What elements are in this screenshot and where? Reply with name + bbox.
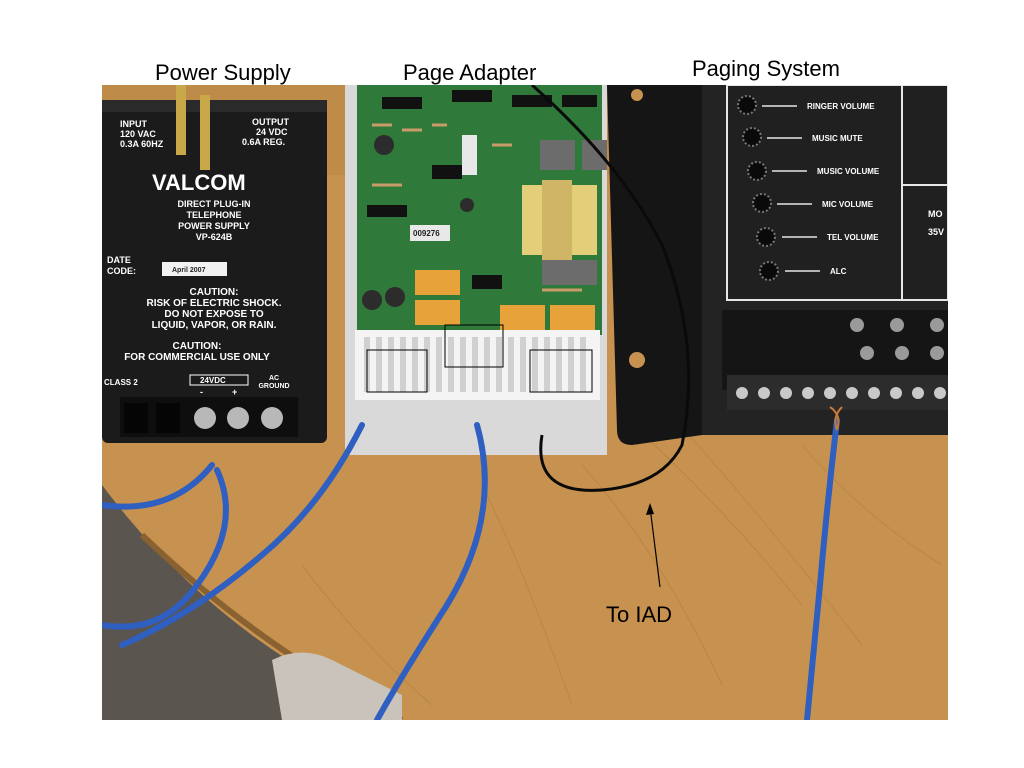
plug-prong — [176, 85, 186, 155]
relay — [415, 270, 460, 295]
svg-text:CAUTION:FOR COMMERCIAL USE ONL: CAUTION:FOR COMMERCIAL USE ONLY — [124, 341, 270, 363]
to-iad-arrow — [646, 503, 661, 588]
page-adapter-caption: Page Adapter — [403, 60, 537, 85]
svg-text:009276: 009276 — [413, 229, 440, 238]
knob-column — [737, 95, 779, 281]
svg-text:April 2007: April 2007 — [172, 267, 206, 274]
brand-logo: VALCOM — [152, 170, 246, 195]
knob-label: MIC VOLUME — [822, 200, 874, 209]
svg-text:CLASS 2: CLASS 2 — [104, 378, 138, 387]
relay — [415, 300, 460, 325]
blue-wires — [102, 417, 840, 720]
page-adapter-board: 009276 — [345, 85, 607, 455]
shoe — [272, 652, 402, 720]
knob-label: MUSIC MUTE — [812, 134, 863, 143]
part-sticker — [410, 225, 450, 241]
iad-cable — [531, 85, 691, 492]
relay — [500, 305, 545, 330]
power-supply-caption: Power Supply — [155, 60, 291, 85]
terminal-block — [120, 397, 298, 437]
svg-text:CAUTION:RISK OF ELECTRIC SHOCK: CAUTION:RISK OF ELECTRIC SHOCK.DO NOT EX… — [146, 287, 281, 331]
svg-text:-: - — [200, 387, 203, 397]
knob-label: RINGER VOLUME — [807, 102, 875, 111]
paging-system-caption: Paging System — [692, 56, 840, 81]
date-code-sticker — [162, 262, 227, 276]
plug-prong — [200, 95, 210, 170]
knob-label: TEL VOLUME — [827, 233, 879, 242]
knob-label: MUSIC VOLUME — [817, 167, 880, 176]
knob-label: ALC — [830, 267, 847, 276]
svg-text:24VDC: 24VDC — [200, 376, 226, 385]
svg-text:+: + — [232, 387, 237, 397]
to-iad-caption: To IAD — [606, 602, 673, 627]
relay — [550, 305, 595, 330]
